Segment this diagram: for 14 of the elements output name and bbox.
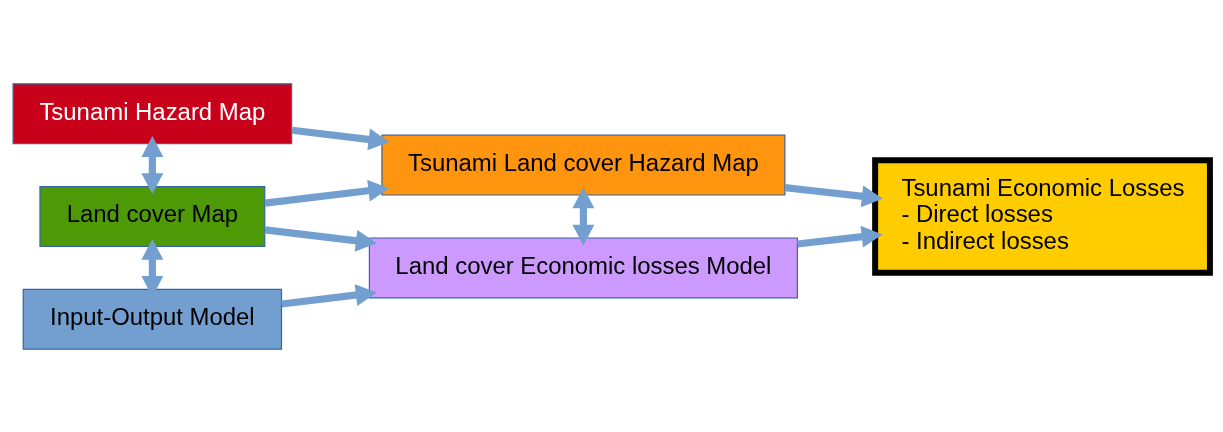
node-box: Input-Output Model [22,288,283,350]
node-box: Tsunami Hazard Map [12,82,293,144]
arrow [291,126,390,150]
node-box: Land cover Map [39,185,266,247]
arrow [264,225,377,252]
arrow [797,225,883,248]
arrow [264,179,390,207]
node-box: Land cover Economic losses Model [368,236,798,298]
arrow [572,186,595,245]
arrow [141,135,164,194]
node-box: Tsunami Land cover Hazard Map [381,134,786,196]
arrow [281,283,377,308]
node-box: Tsunami Economic Losses - Direct losses - Indirect losses [872,156,1213,276]
arrow [784,183,883,207]
